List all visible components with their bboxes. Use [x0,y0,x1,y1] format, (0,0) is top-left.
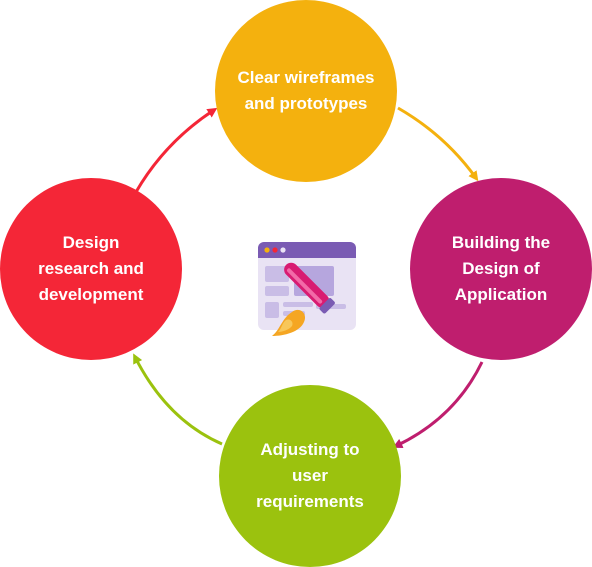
node-top-label: Clear wireframes and prototypes [237,68,375,113]
node-building-design: Building the Design of Application [410,178,592,360]
node-design-research: Design research and development [0,178,182,360]
arrow-right-to-bottom [392,361,484,448]
node-bottom-label: Adjusting to user requirements [256,440,364,511]
web-design-brush-icon [258,242,356,336]
arrow-top-to-right [397,106,479,182]
node-adjusting-requirements: Adjusting to user requirements [219,385,401,567]
node-left-label: Design research and development [38,233,144,304]
arrow-left-to-top [134,107,218,193]
node-right-label: Building the Design of Application [451,233,551,304]
arrow-bottom-to-left [133,353,223,446]
node-clear-wireframes: Clear wireframes and prototypes [215,0,397,182]
